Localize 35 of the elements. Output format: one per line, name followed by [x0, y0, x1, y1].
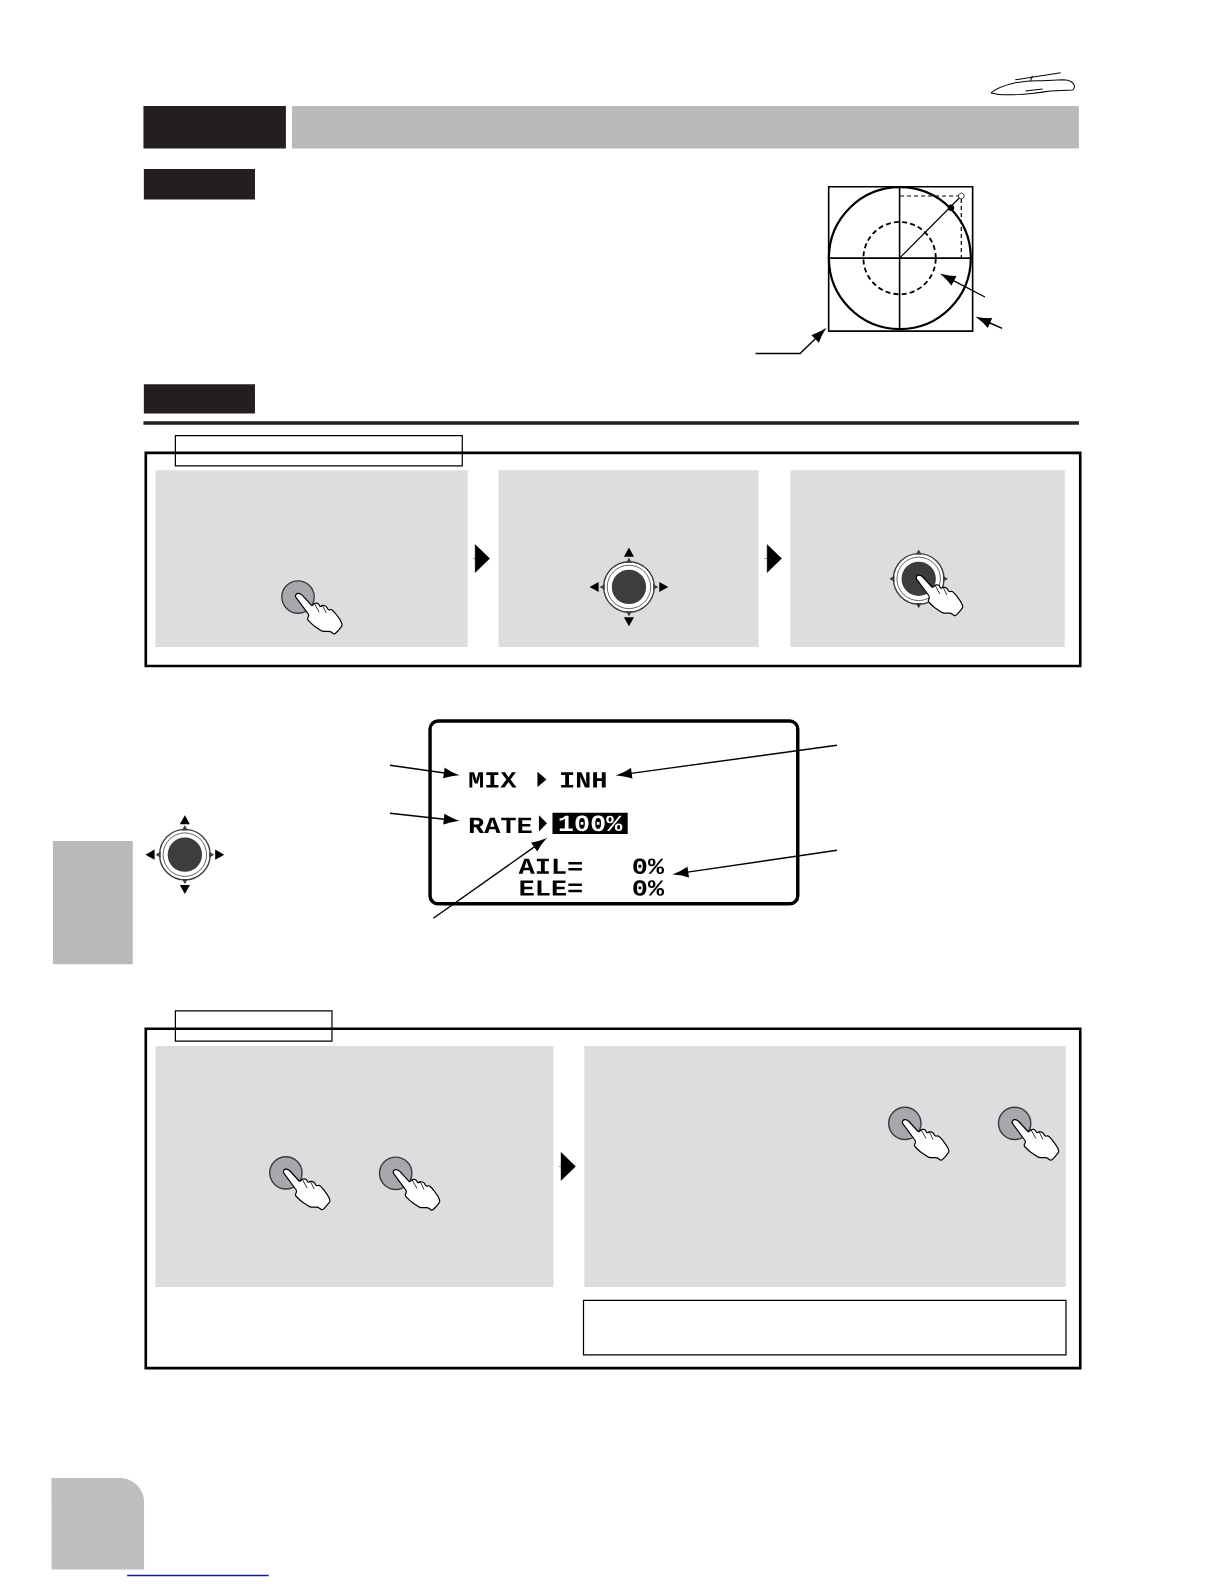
step-panel: [155, 470, 468, 647]
step-panel: [155, 1045, 554, 1287]
highlighted-value: 100%: [552, 812, 628, 834]
screen-text: MIX: [469, 772, 517, 788]
step-panel: [584, 1045, 1066, 1287]
chevron-arrow: [472, 544, 490, 573]
dashed-circle: [862, 221, 937, 296]
step-panel: [790, 470, 1065, 647]
leader-line: [674, 849, 838, 878]
title-tab: [174, 435, 463, 467]
leader-line: [618, 744, 838, 779]
step-frame: [144, 1027, 1082, 1370]
step-frame: [144, 451, 1082, 668]
leader-line: [754, 329, 825, 355]
leader-line: [432, 838, 546, 919]
screen-text: ELE=: [520, 880, 582, 896]
leader-line: [977, 317, 1003, 330]
screen-text: 0%: [633, 880, 664, 896]
side-tab: [52, 840, 133, 965]
leader-line: [389, 764, 458, 779]
screen-text: AIL=: [518, 858, 582, 874]
note-box: [582, 1299, 1067, 1356]
screen-text: RATE: [469, 817, 532, 833]
chevron-arrow: [763, 544, 782, 573]
chevron-arrow: [558, 1152, 576, 1181]
title-tab: [174, 1010, 333, 1042]
screen-text: 0%: [633, 858, 664, 875]
step-panel: [498, 470, 759, 647]
leader-line: [941, 274, 986, 298]
leader-line: [389, 812, 458, 825]
heading-block: [143, 169, 255, 200]
screen-text: INH: [560, 772, 606, 788]
heading-block: [143, 384, 255, 414]
lcd-screen: [428, 719, 800, 906]
circle-in-square: [827, 185, 974, 332]
